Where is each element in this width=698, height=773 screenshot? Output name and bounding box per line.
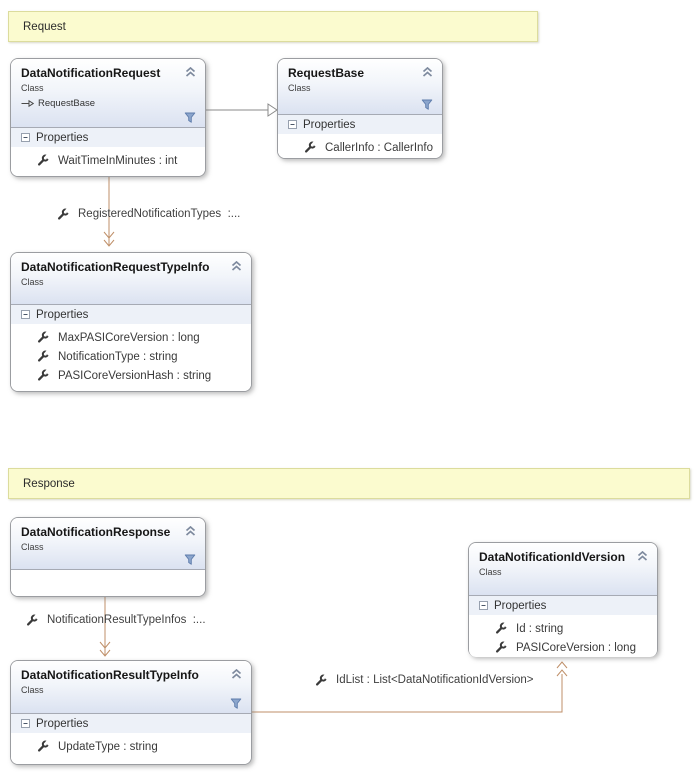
wrench-icon <box>37 154 50 166</box>
property-label: NotificationType : string <box>58 350 178 363</box>
class-box-data-notification-result-type-info[interactable]: DataNotificationResultTypeInfo Class Pro… <box>10 660 252 765</box>
section-expander-icon[interactable] <box>21 133 30 142</box>
collapse-chevron-icon[interactable] <box>185 67 196 77</box>
filter-funnel-icon[interactable] <box>184 554 196 566</box>
wrench-icon <box>304 141 317 153</box>
property-label: PASICoreVersion : long <box>516 641 636 654</box>
section-header-label: Properties <box>494 599 547 612</box>
class-body <box>11 569 205 596</box>
section-header-label: Properties <box>303 118 356 131</box>
property-row[interactable]: NotificationType : string <box>11 347 251 366</box>
wrench-icon <box>495 641 508 653</box>
collapse-chevron-icon[interactable] <box>185 526 196 536</box>
wrench-icon <box>37 740 50 752</box>
class-stereotype: Class <box>288 83 311 93</box>
comment-request-label: Request <box>23 20 66 33</box>
association-label-text: RegisteredNotificationTypes :... <box>78 208 241 220</box>
section-expander-icon[interactable] <box>479 601 488 610</box>
collapse-chevron-icon[interactable] <box>231 261 242 271</box>
class-header: DataNotificationRequestTypeInfo Class <box>11 253 251 304</box>
properties-section-header[interactable]: Properties <box>11 304 251 324</box>
association-label-text: NotificationResultTypeInfos :... <box>47 614 206 626</box>
property-label: PASICoreVersionHash : string <box>58 369 212 382</box>
inheritance-arrow[interactable] <box>206 103 278 117</box>
class-box-data-notification-request-type-info[interactable]: DataNotificationRequestTypeInfo Class Pr… <box>10 252 252 392</box>
class-body: Id : string PASICoreVersion : long <box>469 615 657 657</box>
property-label: CallerInfo : CallerInfo <box>325 141 434 154</box>
class-stereotype: Class <box>479 567 502 577</box>
section-header-label: Properties <box>36 717 89 730</box>
section-header-label: Properties <box>36 131 89 144</box>
association-label-notification-result-type-infos[interactable]: NotificationResultTypeInfos :... <box>26 612 206 628</box>
class-stereotype: Class <box>21 685 44 695</box>
class-title: DataNotificationIdVersion <box>479 550 626 564</box>
class-header: RequestBase Class <box>278 59 442 114</box>
class-header: DataNotificationRequest Class RequestBas… <box>11 59 205 127</box>
property-row[interactable]: CallerInfo : CallerInfo <box>278 138 442 157</box>
comment-request[interactable]: Request <box>8 11 538 42</box>
property-row[interactable]: UpdateType : string <box>11 737 251 756</box>
collapse-chevron-icon[interactable] <box>422 67 433 77</box>
class-stereotype: Class <box>21 542 44 552</box>
properties-section-header[interactable]: Properties <box>469 595 657 615</box>
wrench-icon <box>37 350 50 362</box>
class-box-data-notification-id-version[interactable]: DataNotificationIdVersion Class Properti… <box>468 542 658 657</box>
class-box-data-notification-request[interactable]: DataNotificationRequest Class RequestBas… <box>10 58 206 177</box>
properties-section-header[interactable]: Properties <box>11 127 205 147</box>
class-box-data-notification-response[interactable]: DataNotificationResponse Class <box>10 517 206 597</box>
class-body: MaxPASICoreVersion : long NotificationTy… <box>11 324 251 391</box>
section-expander-icon[interactable] <box>288 120 297 129</box>
class-header: DataNotificationResultTypeInfo Class <box>11 661 251 713</box>
base-type-arrow-icon <box>21 100 34 107</box>
wrench-icon <box>26 613 39 626</box>
section-header-label: Properties <box>36 308 89 321</box>
association-label-text: IdList : List<DataNotificationIdVersion> <box>336 674 534 686</box>
property-row[interactable]: WaitTimeInMinutes : int <box>11 151 205 170</box>
class-box-request-base[interactable]: RequestBase Class Properties CallerInfo … <box>277 58 443 159</box>
association-label-id-list[interactable]: IdList : List<DataNotificationIdVersion> <box>315 672 534 688</box>
wrench-icon <box>57 207 70 220</box>
class-title: DataNotificationResultTypeInfo <box>21 668 199 682</box>
base-type-row: RequestBase <box>21 98 195 109</box>
class-title: RequestBase <box>288 66 365 80</box>
section-expander-icon[interactable] <box>21 310 30 319</box>
property-row[interactable]: MaxPASICoreVersion : long <box>11 328 251 347</box>
property-label: WaitTimeInMinutes : int <box>58 154 178 167</box>
property-row[interactable]: PASICoreVersionHash : string <box>11 366 251 385</box>
property-label: UpdateType : string <box>58 740 158 753</box>
property-row[interactable]: PASICoreVersion : long <box>469 638 657 657</box>
comment-response-label: Response <box>23 477 75 490</box>
wrench-icon <box>37 369 50 381</box>
property-row[interactable]: Id : string <box>469 619 657 638</box>
association-label-registered-notification-types[interactable]: RegisteredNotificationTypes :... <box>57 206 240 222</box>
collapse-chevron-icon[interactable] <box>637 551 648 561</box>
wrench-icon <box>37 331 50 343</box>
class-title: DataNotificationRequestTypeInfo <box>21 260 210 274</box>
wrench-icon <box>495 622 508 634</box>
class-header: DataNotificationIdVersion Class <box>469 543 657 595</box>
class-body: WaitTimeInMinutes : int <box>11 147 205 176</box>
class-stereotype: Class <box>21 277 44 287</box>
wrench-icon <box>315 673 328 686</box>
property-label: MaxPASICoreVersion : long <box>58 331 200 344</box>
class-header: DataNotificationResponse Class <box>11 518 205 569</box>
class-stereotype: Class <box>21 83 44 93</box>
properties-section-header[interactable]: Properties <box>11 713 251 733</box>
filter-funnel-icon[interactable] <box>184 112 196 124</box>
filter-funnel-icon[interactable] <box>230 698 242 710</box>
collapse-chevron-icon[interactable] <box>231 669 242 679</box>
property-label: Id : string <box>516 622 564 635</box>
class-title: DataNotificationRequest <box>21 66 161 80</box>
comment-response[interactable]: Response <box>8 468 690 499</box>
class-title: DataNotificationResponse <box>21 525 171 539</box>
class-body: UpdateType : string <box>11 733 251 764</box>
class-body: CallerInfo : CallerInfo <box>278 134 442 158</box>
filter-funnel-icon[interactable] <box>421 99 433 111</box>
properties-section-header[interactable]: Properties <box>278 114 442 134</box>
section-expander-icon[interactable] <box>21 719 30 728</box>
base-type-label: RequestBase <box>38 98 96 109</box>
